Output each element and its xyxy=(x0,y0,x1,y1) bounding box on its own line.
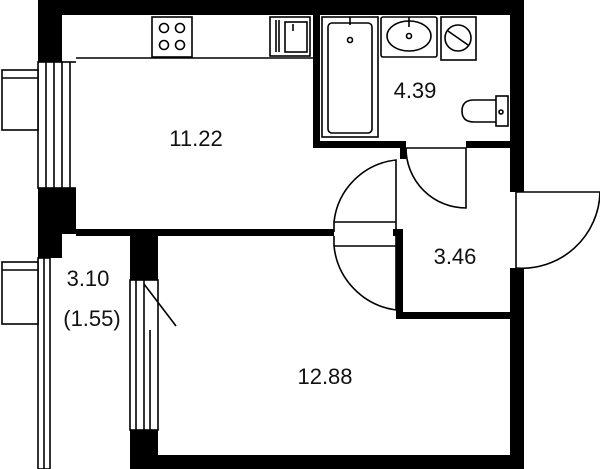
wall-left-top xyxy=(38,0,62,62)
door-bathroom xyxy=(405,147,467,209)
doors xyxy=(333,147,600,311)
kitchen-area-label: 11.22 xyxy=(169,126,222,151)
wall-hall-bottom xyxy=(396,312,516,319)
interior-walls xyxy=(76,15,516,319)
bathroom-fixtures xyxy=(321,16,509,138)
door-bedroom xyxy=(333,236,397,311)
wall-bottom xyxy=(130,455,524,469)
stove-icon xyxy=(151,16,193,58)
wall-kitchen-bottom-left xyxy=(62,188,76,234)
wall-left-mid xyxy=(38,188,62,258)
hallway-area-label: 3.46 xyxy=(434,244,477,269)
wall-right-lower xyxy=(510,268,524,469)
wall-top xyxy=(38,0,524,15)
wall-bedroom-left-upper xyxy=(130,234,158,280)
kitchen-counter xyxy=(76,16,313,59)
washbasin-icon xyxy=(380,16,438,58)
bathroom-area-label: 4.39 xyxy=(394,78,437,103)
wall-right-upper xyxy=(510,0,524,192)
kitchen-sink-icon xyxy=(269,16,311,57)
wall-bath-bottom-left xyxy=(313,141,406,148)
wall-kitchen-bedroom xyxy=(76,229,334,236)
bedroom-area-label: 12.88 xyxy=(297,364,352,389)
window-balcony xyxy=(1,257,51,469)
wall-hall-bedroom xyxy=(396,232,403,318)
exterior-walls xyxy=(38,0,524,469)
bathtub-icon xyxy=(321,16,379,138)
washing-machine-icon xyxy=(440,16,477,61)
door-entrance xyxy=(515,191,600,270)
wall-kitchen-bath xyxy=(313,15,320,145)
wall-hall-stub xyxy=(400,141,406,159)
wall-bath-bottom-right xyxy=(466,141,516,148)
room-labels: 11.22 4.39 3.46 12.88 3.10 (1.55) xyxy=(63,78,476,389)
balcony-reduced-area-label: (1.55) xyxy=(63,306,120,331)
toilet-icon xyxy=(461,95,509,127)
door-kitchen xyxy=(333,159,397,232)
balcony-area-label: 3.10 xyxy=(67,266,110,291)
windows xyxy=(1,61,177,469)
wall-bedroom-left-side xyxy=(130,430,138,469)
window-kitchen xyxy=(1,61,76,189)
door-balcony xyxy=(129,279,177,431)
